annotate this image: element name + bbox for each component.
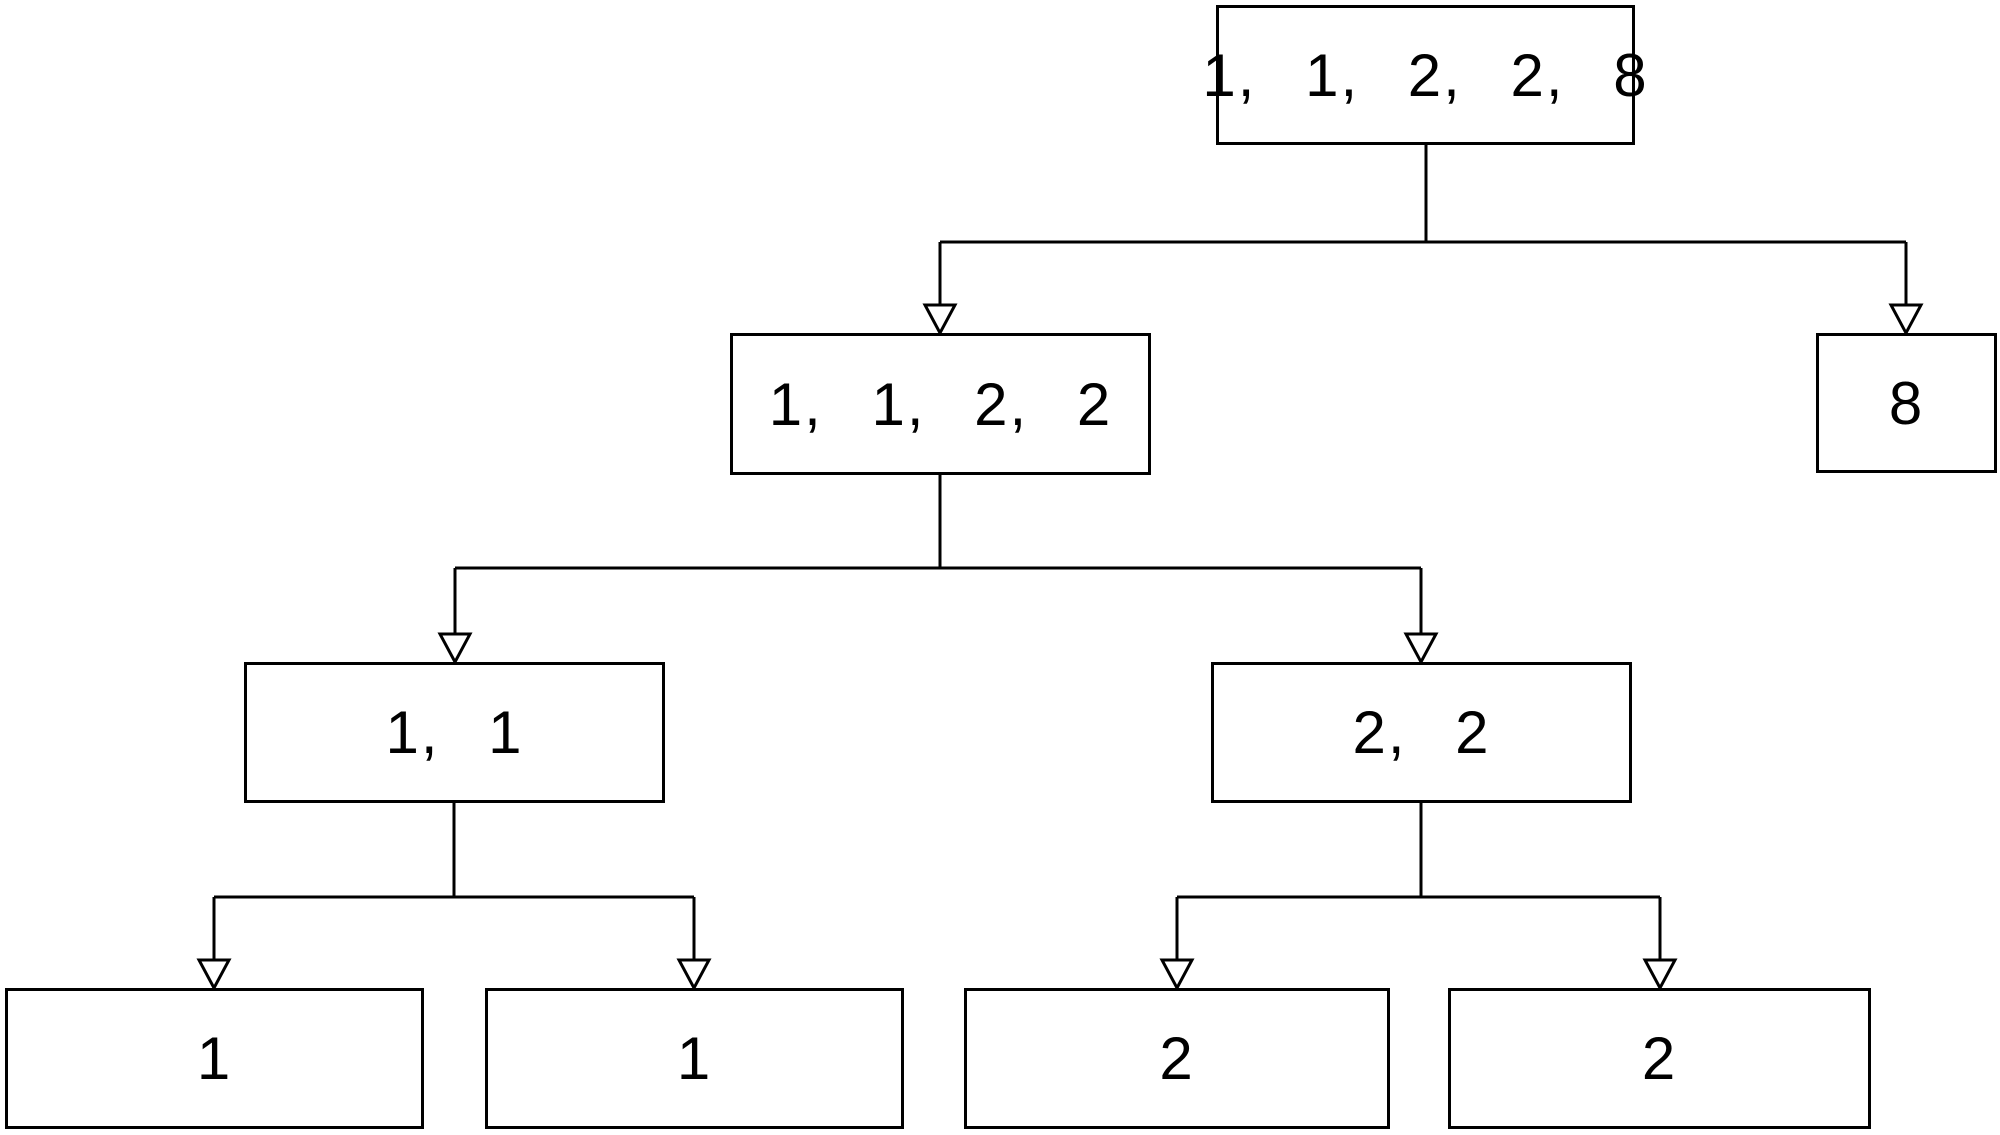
arrowhead-icon bbox=[1888, 303, 1924, 337]
edge-sublist1122-to-children bbox=[453, 475, 1423, 634]
node-sublist-1-1-2-2: 1, 1, 2, 2 bbox=[730, 333, 1151, 475]
node-leaf-2-b: 2 bbox=[1448, 988, 1871, 1129]
node-single-8: 8 bbox=[1816, 333, 1997, 473]
edge-sublist22-to-children bbox=[1175, 803, 1662, 960]
node-sublist-1-1: 1, 1 bbox=[244, 662, 665, 803]
node-leaf-1-b-label: 1 bbox=[676, 1025, 713, 1092]
arrowhead-icon bbox=[1403, 632, 1439, 666]
node-sublist-2-2-label: 2, 2 bbox=[1352, 699, 1491, 766]
node-leaf-1-a: 1 bbox=[5, 988, 424, 1129]
arrowhead-icon bbox=[437, 632, 473, 666]
node-root-label: 1, 1, 2, 2, 8 bbox=[1202, 41, 1649, 109]
node-single-8-label: 8 bbox=[1888, 369, 1925, 437]
node-sublist-1-1-2-2-label: 1, 1, 2, 2 bbox=[768, 370, 1113, 438]
node-leaf-2-a: 2 bbox=[964, 988, 1390, 1129]
node-sublist-1-1-label: 1, 1 bbox=[385, 699, 524, 766]
edge-root-to-children bbox=[938, 145, 1908, 305]
arrowhead-icon bbox=[676, 958, 712, 992]
arrowhead-icon bbox=[196, 958, 232, 992]
node-leaf-1-b: 1 bbox=[485, 988, 904, 1129]
arrowhead-icon bbox=[1159, 958, 1195, 992]
node-sublist-2-2: 2, 2 bbox=[1211, 662, 1632, 803]
node-root: 1, 1, 2, 2, 8 bbox=[1202, 5, 1647, 145]
arrowhead-icon bbox=[1642, 958, 1678, 992]
edge-sublist11-to-children bbox=[212, 803, 696, 960]
node-leaf-2-b-label: 2 bbox=[1641, 1025, 1678, 1092]
node-leaf-2-a-label: 2 bbox=[1159, 1025, 1195, 1092]
arrowhead-icon bbox=[922, 303, 958, 337]
node-leaf-1-a-label: 1 bbox=[196, 1025, 233, 1092]
